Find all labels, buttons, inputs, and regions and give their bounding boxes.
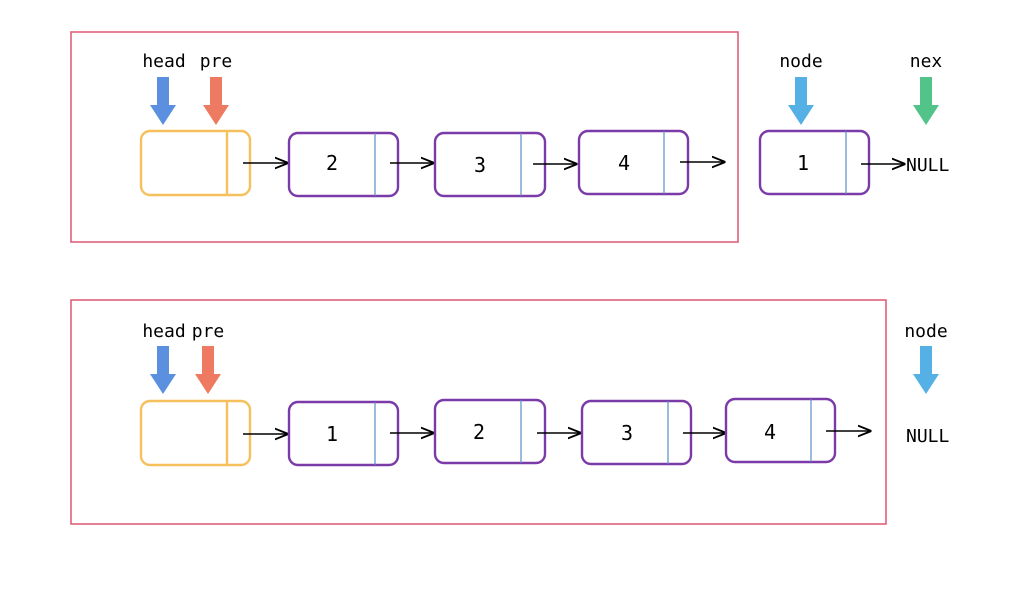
node-value: 3 <box>474 153 486 177</box>
list-node: 2 <box>433 398 547 465</box>
node-pointer-arrow <box>913 346 939 394</box>
bottom-frame <box>70 299 887 525</box>
top-frame <box>70 31 739 243</box>
null-text: NULL <box>906 426 950 447</box>
bottom-panel: head pre node 1 2 <box>70 299 950 525</box>
node-value: 4 <box>618 151 630 175</box>
list-node: 3 <box>580 399 693 466</box>
dummy-node <box>139 399 252 467</box>
node-pointer-arrow <box>788 77 814 125</box>
node-value: 1 <box>326 422 338 446</box>
null-text: NULL <box>906 155 950 176</box>
pre-label: pre <box>192 321 225 342</box>
head-pointer-arrow <box>150 346 176 394</box>
node-value: 4 <box>764 420 776 444</box>
pre-pointer-arrow <box>195 346 221 394</box>
list-node: 4 <box>724 397 837 464</box>
node-value: 2 <box>473 420 485 444</box>
node-label: node <box>904 321 947 342</box>
node-label: node <box>779 51 822 72</box>
list-node: 1 <box>287 400 400 467</box>
nex-pointer-arrow <box>913 77 939 125</box>
node-value: 2 <box>326 151 338 175</box>
detached-node: 1 <box>758 129 871 196</box>
node-value: 1 <box>797 151 809 175</box>
nex-label: nex <box>910 51 943 72</box>
list-node: 4 <box>577 129 690 196</box>
head-label: head <box>142 321 185 342</box>
head-label: head <box>142 51 185 72</box>
top-panel: head pre node nex 2 <box>70 31 950 243</box>
list-node: 2 <box>287 131 400 198</box>
pre-label: pre <box>200 51 233 72</box>
pre-pointer-arrow <box>203 77 229 125</box>
node-value: 3 <box>621 421 633 445</box>
list-node: 3 <box>433 131 547 198</box>
head-pointer-arrow <box>150 77 176 125</box>
dummy-node <box>139 129 252 197</box>
